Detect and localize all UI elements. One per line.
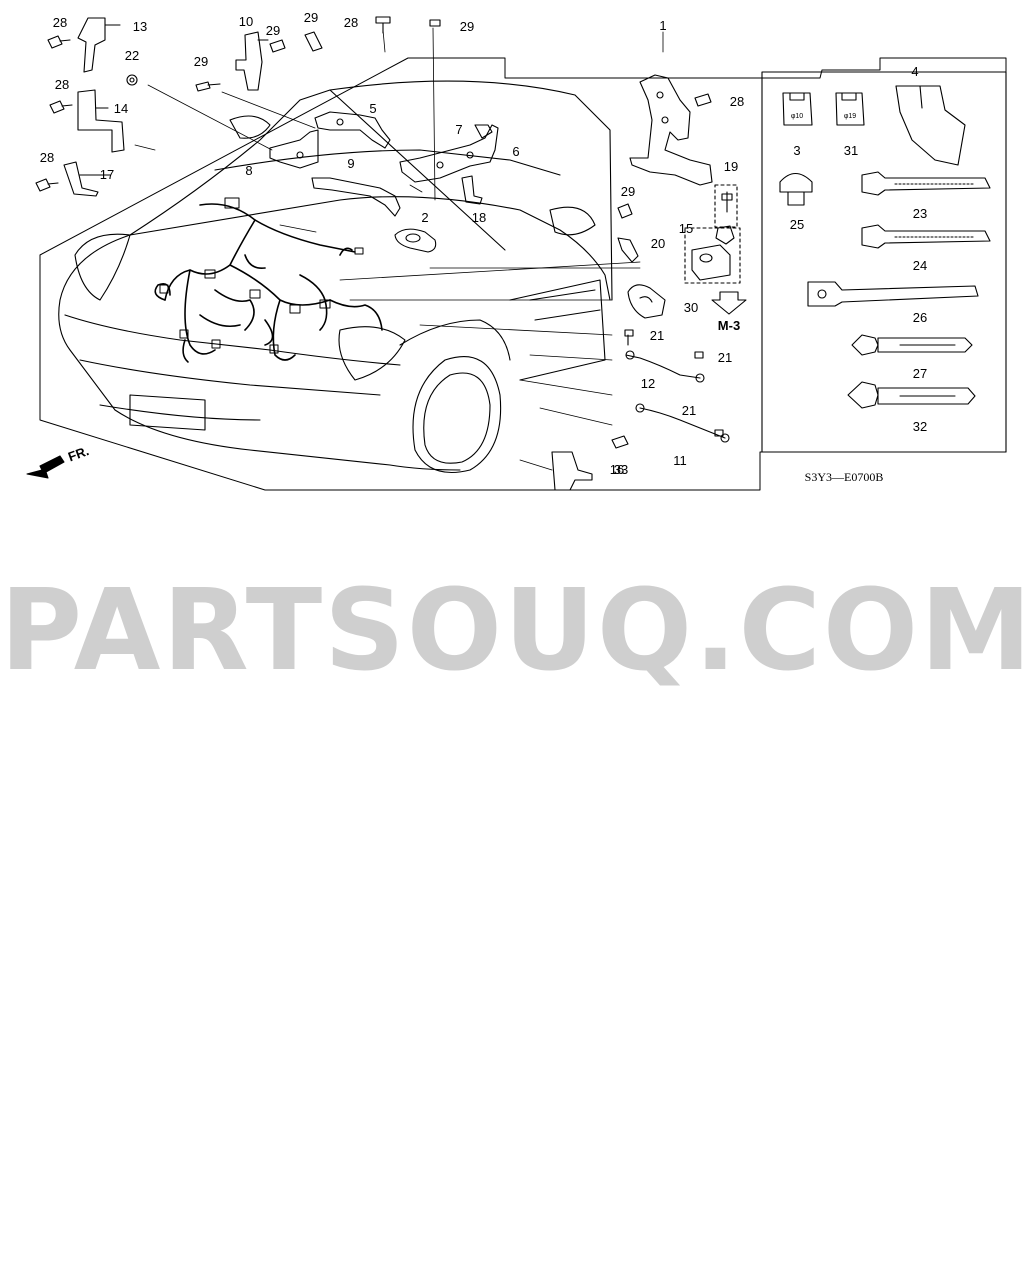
callout-24: 24 (913, 258, 927, 273)
callout-29c: 29 (460, 19, 474, 34)
bolts-21 (624, 329, 724, 437)
callout-25: 25 (790, 217, 804, 232)
dashed-subassembly-box (714, 184, 738, 228)
clip-27 (851, 334, 973, 356)
bolt-33 (611, 435, 629, 449)
car-body-outline (58, 80, 613, 474)
callout-32: 32 (913, 419, 927, 434)
clip-22 (126, 74, 138, 86)
ground-cable-12 (625, 334, 705, 383)
callout-3: 3 (793, 143, 800, 158)
clip-25 (779, 172, 813, 206)
callout-8: 8 (245, 163, 252, 178)
bracket-13 (77, 17, 121, 73)
callout-10: 10 (239, 14, 253, 29)
bracket-14 (77, 89, 125, 153)
callout-26: 26 (913, 310, 927, 325)
bracket-7-6 (399, 124, 499, 183)
small-parts-box (761, 71, 1007, 453)
callout-33: 33 (614, 462, 628, 477)
callout-2: 2 (421, 210, 428, 225)
ground-cable-11 (635, 403, 730, 443)
callout-28d: 28 (344, 15, 358, 30)
callout-labels: 1 2 3 4 5 6 7 8 9 10 11 12 13 14 15 16 1… (40, 10, 927, 484)
callout-11: 11 (673, 453, 687, 468)
reference-m3-label: M-3 (718, 318, 740, 333)
callout-19: 19 (724, 159, 738, 174)
bracket-17 (63, 161, 111, 197)
callout-5: 5 (369, 101, 376, 116)
callout-31: 31 (844, 143, 858, 158)
bolt-29-right (617, 203, 633, 219)
callout-7: 7 (455, 122, 462, 137)
callout-13: 13 (133, 19, 147, 34)
callout-6: 6 (512, 144, 519, 159)
callout-28e: 28 (730, 94, 744, 109)
callout-29a: 29 (304, 10, 318, 25)
callout-18: 18 (472, 210, 486, 225)
callout-30: 30 (684, 300, 698, 315)
bolt-29-top (429, 19, 441, 27)
leader-lines (134, 27, 664, 471)
boot-4 (895, 85, 966, 166)
connector-31 (835, 92, 865, 126)
callout-16: 16 (610, 462, 624, 477)
connector-3-mark: φ10 (791, 113, 803, 120)
engine-wire-harness (154, 203, 383, 363)
bolt-28-right (694, 93, 712, 107)
callout-27: 27 (913, 366, 927, 381)
bracket-19 (629, 74, 713, 186)
sensor-unit (691, 244, 731, 281)
tie-23 (861, 171, 991, 196)
bolt-29-c (304, 31, 323, 52)
callout-28b: 28 (55, 77, 69, 92)
callout-15: 15 (679, 221, 693, 236)
callout-29d: 29 (194, 54, 208, 69)
callout-29e: 29 (621, 184, 635, 199)
callout-12: 12 (641, 376, 655, 391)
callout-4: 4 (911, 64, 918, 79)
holder-30 (627, 284, 666, 319)
diagram-code: S3Y3—E0700B (805, 470, 884, 484)
bracket-15 (715, 191, 735, 245)
bolts-28-left (35, 35, 73, 192)
bracket-8 (269, 129, 319, 169)
diagram-frame (39, 57, 1007, 491)
tie-26 (807, 281, 979, 307)
bracket-18 (461, 175, 483, 205)
bracket-10 (235, 31, 269, 91)
bracket-5 (314, 111, 391, 149)
watermark: PARTSOUQ.COM (0, 566, 1024, 696)
bolt-20 (617, 237, 639, 263)
front-direction-label: FR. (66, 443, 91, 464)
callout-23: 23 (913, 206, 927, 221)
connector-3 (782, 92, 813, 126)
callout-14: 14 (114, 101, 128, 116)
bolt-29-b (269, 39, 286, 53)
tie-24 (861, 224, 991, 249)
callout-22: 22 (125, 48, 139, 63)
callout-9: 9 (347, 156, 354, 171)
front-direction-arrow (26, 455, 65, 479)
bracket-9 (311, 177, 401, 217)
callout-29b: 29 (266, 23, 280, 38)
harness-connectors (159, 197, 364, 354)
bracket-16 (551, 451, 593, 491)
callout-1: 1 (659, 18, 666, 33)
bolt-29-a (195, 81, 221, 92)
callout-21b: 21 (718, 350, 732, 365)
callout-20: 20 (651, 236, 665, 251)
bolt-28-top (375, 16, 391, 34)
clip-32 (847, 381, 976, 409)
dashed-sensor-box (684, 227, 741, 284)
callout-21a: 21 (650, 328, 664, 343)
grommet-2 (394, 228, 437, 253)
down-arrow-m3 (711, 291, 747, 315)
connector-31-mark: φ19 (844, 113, 856, 120)
callout-17: 17 (100, 167, 114, 182)
callout-21c: 21 (682, 403, 696, 418)
callout-28c: 28 (40, 150, 54, 165)
callout-28a: 28 (53, 15, 67, 30)
